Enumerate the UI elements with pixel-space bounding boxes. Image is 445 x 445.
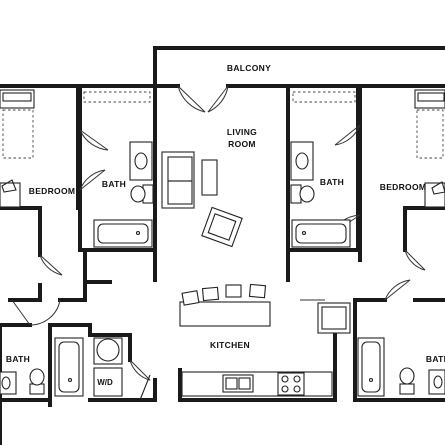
bathtub-icon — [54, 337, 84, 397]
label-bedroom-left: BEDROOM — [29, 186, 76, 196]
room-labels: BALCONY LIVING ROOM BEDROOM BEDROOM BATH… — [6, 63, 445, 387]
washer-icon — [96, 338, 120, 362]
vanity-icon — [129, 141, 153, 181]
sink-icon — [134, 152, 148, 170]
left-bedroom-furniture — [0, 89, 35, 208]
bed-icon — [0, 89, 35, 109]
living-room-furniture — [161, 151, 243, 248]
closets — [2, 91, 444, 159]
vanity-icon — [290, 141, 314, 181]
right-bedroom-furniture — [414, 89, 445, 208]
kitchen-counter — [181, 371, 333, 397]
label-bath-right-lower: BATH — [426, 354, 445, 364]
stove-icon — [277, 372, 305, 396]
sink-icon — [1, 376, 11, 390]
desk-icon — [0, 182, 21, 208]
refrigerator-icon — [317, 302, 351, 334]
label-bedroom-right: BEDROOM — [380, 182, 427, 192]
kitchen-sink-icon — [222, 374, 254, 393]
kitchen-island — [179, 301, 271, 327]
toilet-icon — [29, 368, 45, 386]
label-bath-right-upper: BATH — [320, 177, 344, 187]
toilet-icon — [299, 185, 315, 203]
kitchen-fixtures — [179, 283, 351, 397]
right-lower-fixtures — [357, 337, 445, 397]
lamp-icon — [431, 181, 445, 195]
dryer-icon — [93, 367, 123, 397]
label-bath-left-upper: BATH — [102, 179, 126, 189]
toilet-icon — [399, 367, 415, 385]
label-living-line1: LIVING — [227, 127, 257, 137]
left-lower-fixtures — [0, 337, 151, 401]
stool-icon — [248, 283, 267, 299]
vanity-icon — [428, 369, 445, 395]
bed-icon — [414, 89, 445, 109]
label-kitchen: KITCHEN — [210, 340, 250, 350]
left-upper-bath-fixtures — [93, 141, 154, 248]
sink-icon — [433, 375, 443, 389]
armchair-icon — [201, 206, 243, 248]
label-living-line2: ROOM — [228, 139, 256, 149]
sofa-icon — [161, 151, 195, 209]
label-laundry: W/D — [97, 378, 113, 387]
walls — [0, 46, 445, 445]
toilet-icon — [130, 185, 146, 203]
coffee-table-icon — [201, 159, 218, 196]
label-balcony: BALCONY — [227, 63, 271, 73]
sink-icon — [295, 152, 309, 170]
stool-icon — [181, 290, 200, 306]
right-upper-bath-fixtures — [290, 141, 351, 248]
stool-icon — [201, 286, 220, 302]
label-bath-left-lower: BATH — [6, 354, 30, 364]
lamp-icon — [1, 179, 17, 193]
desk-icon — [424, 182, 445, 208]
stool-icon — [225, 284, 242, 298]
